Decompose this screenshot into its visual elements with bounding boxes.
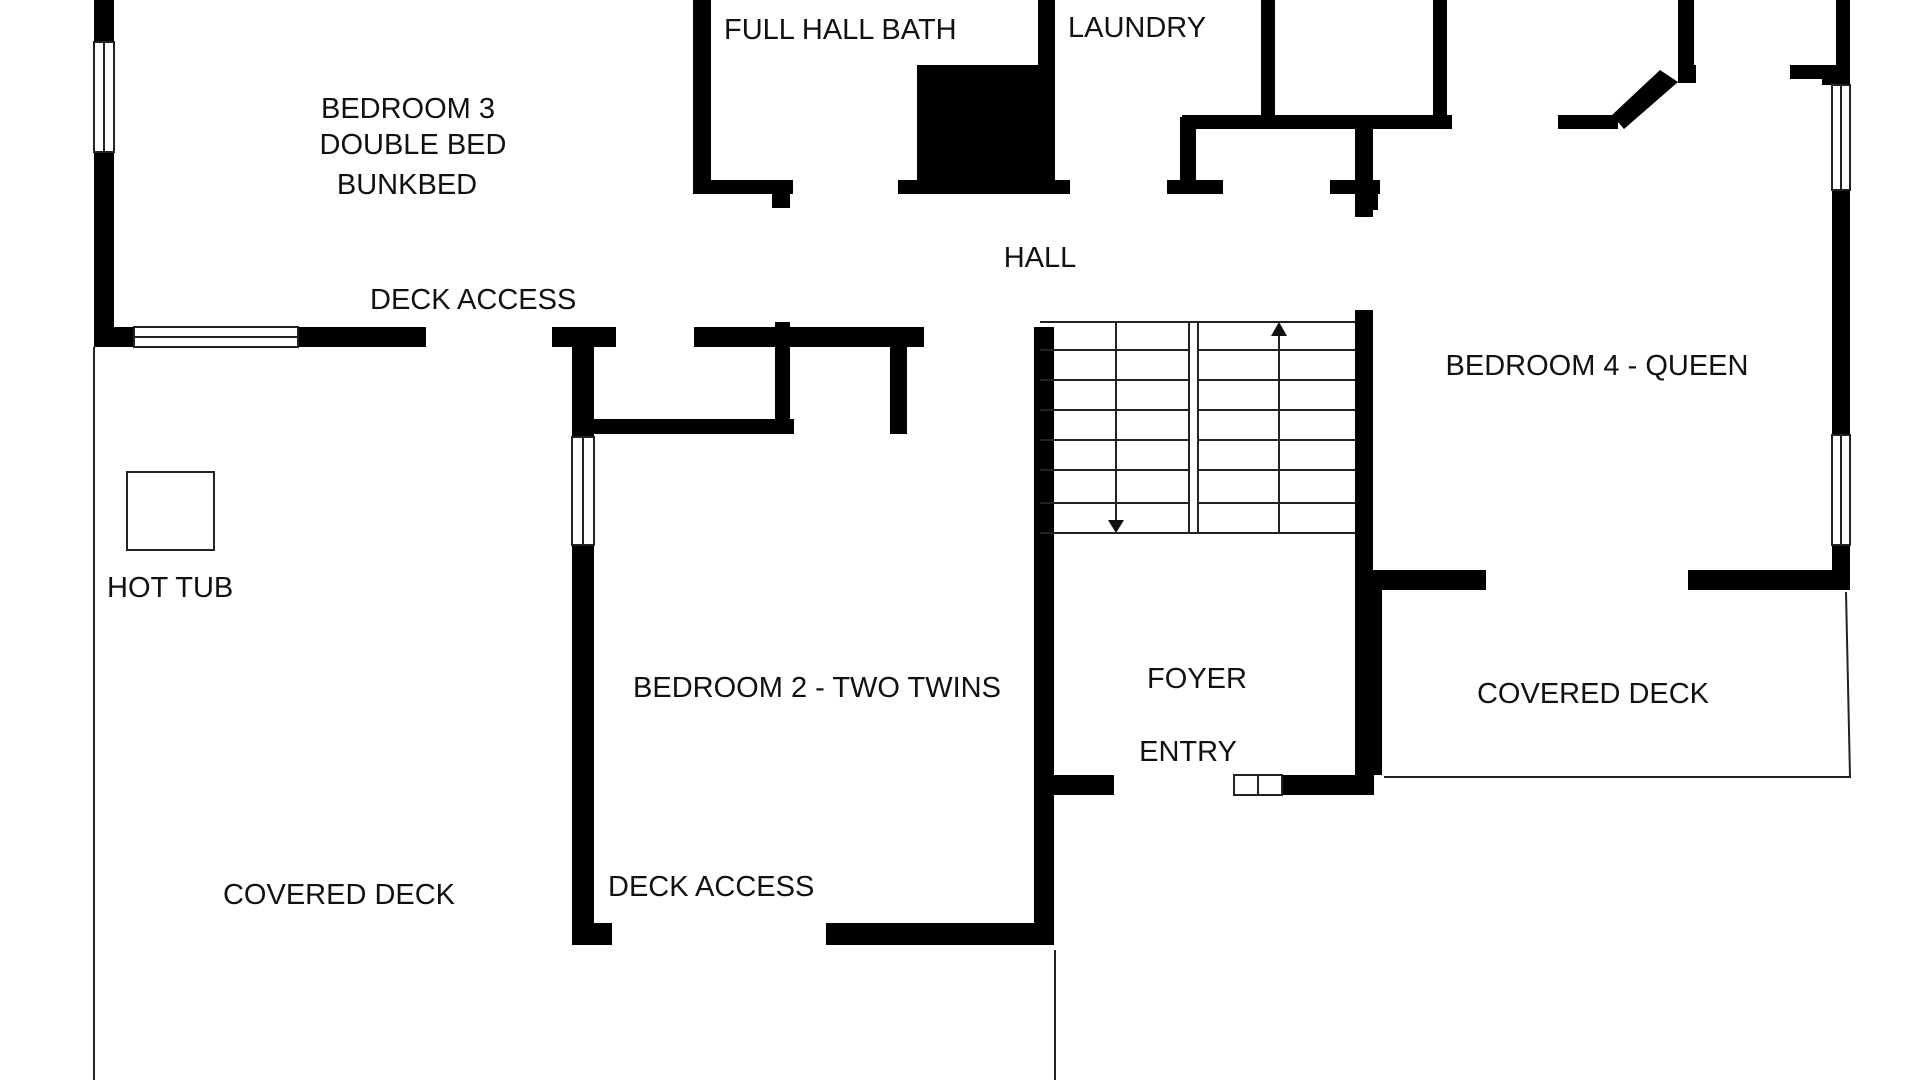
arrow-up-icon (1271, 322, 1287, 336)
label-full-hall-bath: FULL HALL BATH (724, 14, 957, 46)
windows (93, 41, 1851, 796)
staircase (1040, 321, 1355, 534)
label-bedroom3-line1: BEDROOM 3 (320, 93, 496, 125)
label-hall: HALL (1003, 242, 1077, 274)
label-bedroom2: BEDROOM 2 - TWO TWINS (633, 672, 1001, 704)
label-laundry: LAUNDRY (1068, 12, 1207, 44)
left-covered-deck-outline (93, 347, 1056, 1080)
arrow-down-icon (1108, 520, 1124, 533)
label-bedroom4: BEDROOM 4 - QUEEN (1445, 350, 1749, 382)
stair-arrows (1108, 322, 1287, 533)
deck-outlines (93, 347, 1852, 1080)
label-deck-access-top: DECK ACCESS (370, 284, 577, 316)
walls (94, 0, 1850, 945)
label-hot-tub: HOT TUB (107, 572, 234, 604)
label-deck-access-bottom: DECK ACCESS (608, 871, 815, 903)
label-covered-deck-right: COVERED DECK (1476, 678, 1710, 710)
label-foyer: FOYER (1147, 663, 1247, 695)
label-bedroom3-line3: BUNKBED (336, 169, 478, 201)
label-bedroom3-line2: DOUBLE BED (319, 129, 507, 161)
right-covered-deck-outline (1384, 591, 1852, 778)
label-entry: ENTRY (1139, 736, 1237, 768)
hot-tub (126, 471, 215, 551)
label-covered-deck-left: COVERED DECK (222, 879, 456, 911)
